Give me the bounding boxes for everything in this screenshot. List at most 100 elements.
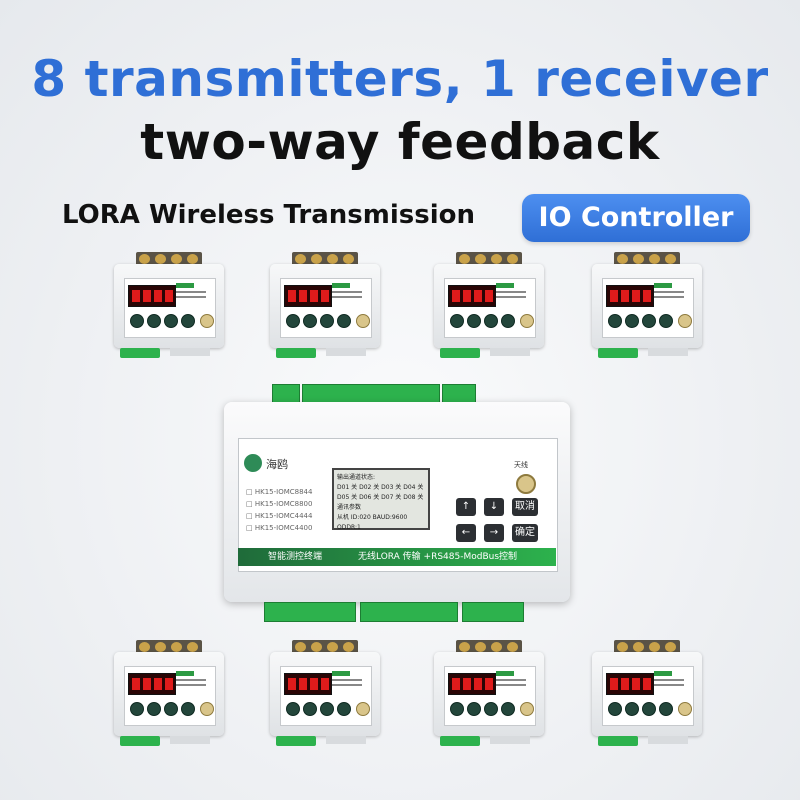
headline-secondary: two-way feedback bbox=[140, 113, 660, 171]
module-button bbox=[501, 314, 515, 328]
terminal-block bbox=[456, 252, 522, 266]
led-digit bbox=[288, 290, 296, 302]
label-tag bbox=[176, 283, 194, 288]
terminal-screw-icon bbox=[327, 254, 338, 264]
terminal-screw-icon bbox=[665, 254, 676, 264]
antenna-connector-icon bbox=[520, 314, 534, 328]
receiver-label-strip: 智能测控终端无线LORA 传输 +RS485-ModBus控制 bbox=[238, 548, 556, 566]
terminal-block bbox=[440, 736, 480, 746]
confirm-button: 确定 bbox=[512, 524, 538, 542]
label-line bbox=[176, 296, 206, 298]
left-arrow-button: ← bbox=[456, 524, 476, 542]
led-digit bbox=[132, 290, 140, 302]
signal-arc bbox=[316, 364, 334, 382]
terminal-block bbox=[440, 348, 480, 358]
din-rail-clip bbox=[170, 348, 210, 356]
label-line bbox=[176, 684, 206, 686]
transmitter-module bbox=[110, 252, 228, 370]
din-rail-clip bbox=[326, 736, 366, 744]
module-button bbox=[181, 702, 195, 716]
terminal-screw-icon bbox=[475, 254, 486, 264]
wireless-signal-icon bbox=[575, 621, 624, 670]
led-display bbox=[284, 285, 332, 307]
module-button bbox=[642, 314, 656, 328]
terminal-screw-icon bbox=[617, 642, 628, 652]
label-line bbox=[496, 684, 526, 686]
label-line bbox=[654, 296, 684, 298]
label-line bbox=[176, 291, 206, 293]
terminal-screw-icon bbox=[139, 642, 150, 652]
terminal-screw-icon bbox=[633, 642, 644, 652]
module-button bbox=[484, 702, 498, 716]
led-display bbox=[284, 673, 332, 695]
module-button bbox=[608, 702, 622, 716]
terminal-screw-icon bbox=[343, 642, 354, 652]
led-digit bbox=[143, 290, 151, 302]
terminal-screw-icon bbox=[295, 642, 306, 652]
terminal-screw-icon bbox=[171, 642, 182, 652]
terminal-block bbox=[614, 252, 680, 266]
signal-arc bbox=[574, 376, 615, 417]
module-button bbox=[608, 314, 622, 328]
led-digit bbox=[643, 290, 651, 302]
terminal-block bbox=[276, 736, 316, 746]
terminal-screw-icon bbox=[665, 642, 676, 652]
terminal-block bbox=[292, 252, 358, 266]
brand-logo-icon bbox=[244, 454, 262, 472]
antenna-label: 天线 bbox=[514, 461, 528, 469]
led-display bbox=[606, 285, 654, 307]
terminal-block bbox=[120, 348, 160, 358]
led-digit bbox=[321, 290, 329, 302]
label-tag bbox=[496, 671, 514, 676]
signal-arc bbox=[306, 652, 336, 682]
receiver-unit: 海鸥 □ HK15-IOMC8844□ HK15-IOMC8800□ HK15-… bbox=[224, 384, 570, 622]
terminal-screw-icon bbox=[459, 254, 470, 264]
module-label bbox=[332, 671, 366, 691]
module-button bbox=[450, 314, 464, 328]
terminal-block bbox=[292, 640, 358, 654]
brand-mark: 海鸥 bbox=[266, 458, 288, 471]
module-button bbox=[467, 314, 481, 328]
terminal-screw-icon bbox=[327, 642, 338, 652]
up-arrow-button: ↑ bbox=[456, 498, 476, 516]
led-digit bbox=[643, 678, 651, 690]
module-label bbox=[496, 671, 530, 691]
wireless-signal-icon bbox=[306, 628, 342, 664]
antenna-connector-icon bbox=[356, 702, 370, 716]
din-rail-clip bbox=[648, 736, 688, 744]
module-button bbox=[286, 314, 300, 328]
label-line bbox=[496, 679, 526, 681]
module-button bbox=[501, 702, 515, 716]
terminal-screw-icon bbox=[649, 254, 660, 264]
module-button bbox=[164, 702, 178, 716]
right-arrow-button: → bbox=[484, 524, 504, 542]
din-rail-clip bbox=[170, 736, 210, 744]
transmitter-module bbox=[430, 640, 548, 758]
din-rail-clip bbox=[490, 348, 530, 356]
led-digit bbox=[165, 678, 173, 690]
terminal-screw-icon bbox=[491, 642, 502, 652]
module-button bbox=[303, 314, 317, 328]
led-digit bbox=[621, 678, 629, 690]
terminal-screw-icon bbox=[649, 642, 660, 652]
tagline: LORA Wireless Transmission bbox=[62, 200, 476, 230]
led-digit bbox=[154, 678, 162, 690]
module-label bbox=[496, 283, 530, 303]
module-button bbox=[625, 314, 639, 328]
signal-arc bbox=[464, 364, 482, 382]
led-digit bbox=[310, 290, 318, 302]
module-button bbox=[337, 702, 351, 716]
led-digit bbox=[165, 290, 173, 302]
led-digit bbox=[463, 290, 471, 302]
din-rail-clip bbox=[326, 348, 366, 356]
terminal-block bbox=[302, 384, 440, 404]
transmitter-module bbox=[588, 252, 706, 370]
signal-arc bbox=[306, 634, 324, 652]
transmitter-module bbox=[588, 640, 706, 758]
transmitter-module bbox=[430, 252, 548, 370]
terminal-screw-icon bbox=[295, 254, 306, 264]
terminal-block bbox=[598, 736, 638, 746]
terminal-block bbox=[462, 602, 524, 622]
terminal-block bbox=[442, 384, 476, 404]
led-digit bbox=[321, 678, 329, 690]
